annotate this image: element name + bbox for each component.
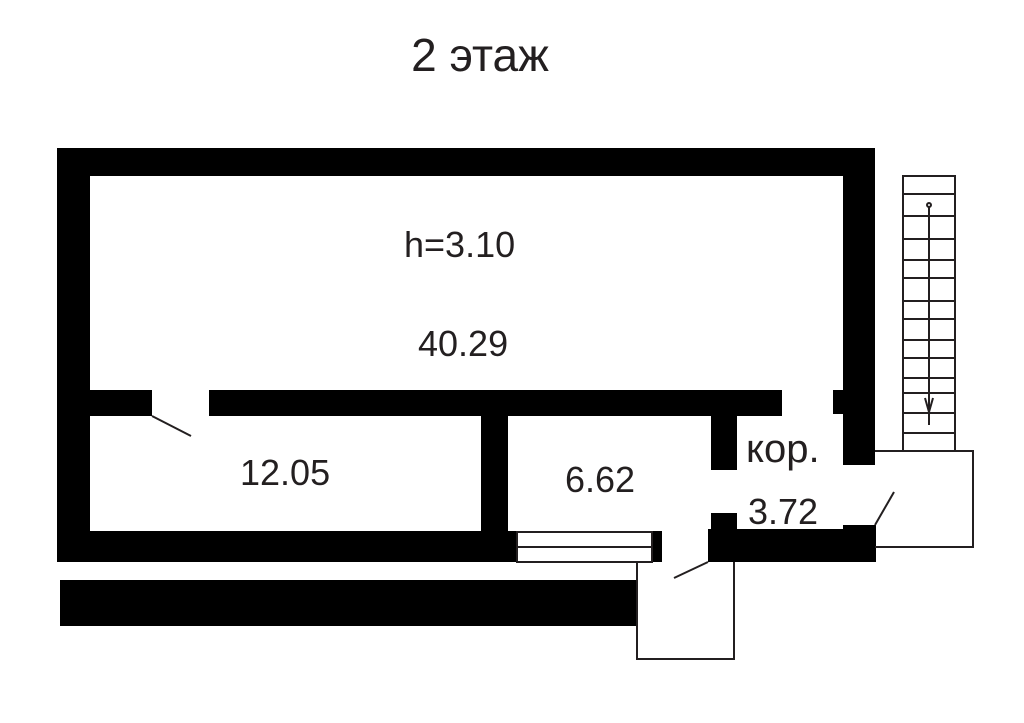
outer-long-wall xyxy=(60,580,637,626)
door-swings xyxy=(151,415,895,579)
door-swing-left xyxy=(151,415,192,437)
arrow-head-icon xyxy=(924,397,934,416)
left-wall xyxy=(57,148,90,562)
window xyxy=(516,531,653,563)
room-area-middle: 6.62 xyxy=(565,459,636,500)
room-height-label: h=3.10 xyxy=(404,224,516,265)
stair-start-dot xyxy=(926,202,932,208)
door-swing-right xyxy=(874,491,895,526)
walls xyxy=(57,148,876,626)
door-swing-bottom xyxy=(673,561,709,579)
bottom-wall-left xyxy=(57,531,517,562)
bottom-wall-post xyxy=(652,531,662,562)
top-wall xyxy=(57,148,875,176)
corridor-right-stub xyxy=(843,525,876,533)
bottom-wall-corridor xyxy=(708,529,876,562)
room-area-left: 12.05 xyxy=(240,452,331,493)
right-wall-mid xyxy=(843,390,875,465)
corridor-wall-upper xyxy=(711,390,737,470)
right-wall-upper xyxy=(843,148,875,393)
partition-vertical xyxy=(481,390,508,541)
floor-title: 2 этаж xyxy=(411,29,549,81)
corridor-wall-lower-stub xyxy=(711,513,737,533)
partition-left-segment xyxy=(90,390,152,416)
corridor-name: кор. xyxy=(746,427,820,471)
staircase xyxy=(902,175,956,452)
corridor-area: 3.72 xyxy=(748,491,819,532)
lower-porch xyxy=(636,562,735,660)
room-area-main: 40.29 xyxy=(418,323,509,364)
